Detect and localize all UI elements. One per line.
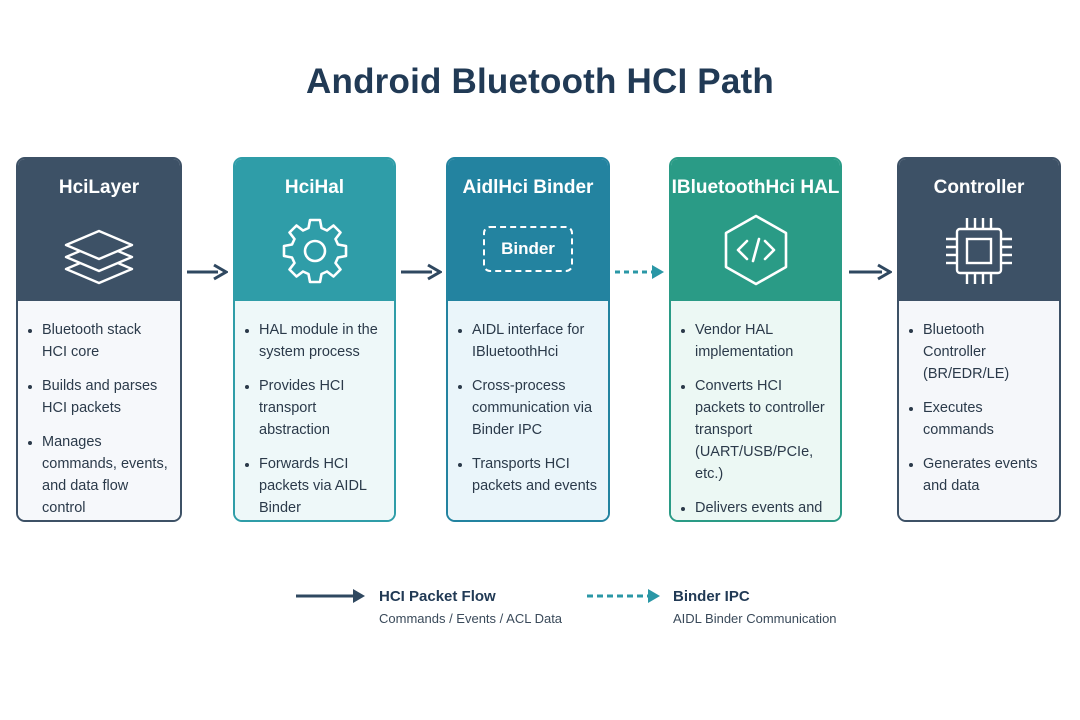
flow-arrow (187, 263, 228, 281)
card-header: HciLayer (18, 159, 180, 301)
bullet-item: Converts HCI packets to controller trans… (681, 375, 830, 485)
bullet-item: Generates events and data (909, 453, 1049, 497)
layers-icon (64, 229, 134, 285)
bullet-item: Builds and parses HCI packets (28, 375, 170, 419)
card-title: IBluetoothHci HAL (671, 177, 840, 198)
legend-solid-label: HCI Packet Flow (379, 588, 496, 605)
card-header: AidlHci Binder Binder (448, 159, 608, 301)
card-title: AidlHci Binder (462, 177, 594, 198)
card-header: Controller (899, 159, 1059, 301)
card-aidlhci-binder: AidlHci Binder Binder AIDL interface for… (446, 157, 610, 522)
card-header: HciHal (235, 159, 394, 301)
bullet-item: Bluetooth stack HCI core (28, 319, 170, 363)
chip-icon (946, 218, 1012, 284)
flow-arrow (401, 263, 442, 281)
bullet-item: Vendor HAL implementation (681, 319, 830, 363)
bullet-item: Cross-process communication via Binder I… (458, 375, 598, 441)
bullet-item: Manages commands, events, and data flow … (28, 431, 170, 519)
binder-label-box: Binder (483, 226, 573, 272)
card-title: HciLayer (58, 177, 140, 198)
card-ibluetoothhci-hal: IBluetoothHci HAL Vendor HAL implementat… (669, 157, 842, 522)
card-hcilayer: HciLayer Bluetooth stack HCI core Builds… (16, 157, 182, 522)
card-body: HAL module in the system process Provide… (235, 301, 394, 520)
legend-solid-arrow (296, 589, 365, 603)
page-title: Android Bluetooth HCI Path (306, 62, 774, 101)
bullet-item: AIDL interface for IBluetoothHci (458, 319, 598, 363)
bullet-item: Bluetooth Controller (BR/EDR/LE) (909, 319, 1049, 385)
card-body: Bluetooth stack HCI core Builds and pars… (18, 301, 180, 520)
bullet-item: Forwards HCI packets via AIDL Binder (245, 453, 384, 519)
binder-ipc-arrow (615, 265, 664, 279)
card-body: AIDL interface for IBluetoothHci Cross-p… (448, 301, 608, 520)
card-controller: Controller Bluetooth Controller (BR/EDR/… (897, 157, 1061, 522)
card-body: Vendor HAL implementation Converts HCI p… (671, 301, 840, 520)
legend-solid-sub: Commands / Events / ACL Data (379, 611, 563, 626)
bullet-item: Executes commands (909, 397, 1049, 441)
legend-dashed-label: Binder IPC (673, 588, 750, 605)
bullet-item: HAL module in the system process (245, 319, 384, 363)
bullet-item: Provides HCI transport abstraction (245, 375, 384, 441)
code-hexagon-icon (724, 214, 787, 286)
card-hcihal: HciHal HAL module in the system process … (233, 157, 396, 522)
bullet-item: Delivers events and data back to stack (681, 497, 830, 520)
card-header: IBluetoothHci HAL (671, 159, 840, 301)
legend-dashed-arrow (587, 589, 660, 603)
gear-icon (282, 218, 347, 284)
bullet-item: Transports HCI packets and events (458, 453, 598, 497)
legend-dashed-sub: AIDL Binder Communication (673, 611, 837, 626)
flow-arrow (849, 263, 892, 281)
card-body: Bluetooth Controller (BR/EDR/LE) Execute… (899, 301, 1059, 520)
card-title: Controller (933, 177, 1025, 198)
card-title: HciHal (284, 177, 345, 198)
